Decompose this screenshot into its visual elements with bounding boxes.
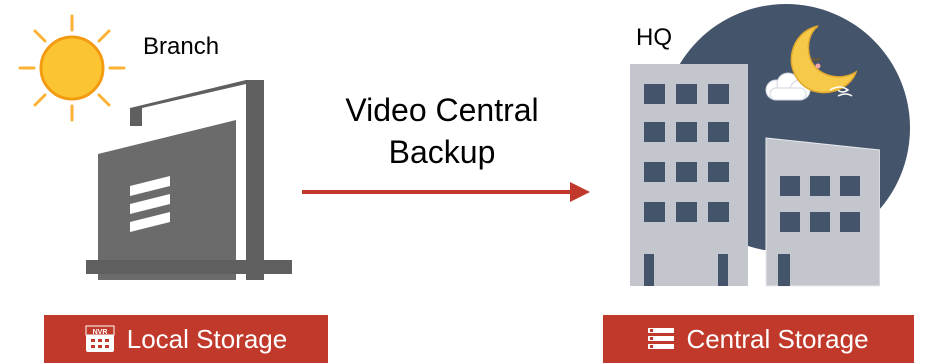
- server-stack-icon: [648, 328, 675, 350]
- branch-label: Branch: [143, 33, 220, 60]
- local-storage-bar: NVR Local Storage: [44, 315, 328, 363]
- branch-building-icon: [86, 80, 296, 280]
- central-storage-bar: Central Storage: [603, 315, 914, 363]
- hq-buildings-icon: [630, 58, 880, 290]
- local-storage-label: Local Storage: [126, 323, 288, 354]
- sleeping-moon-icon: [760, 20, 860, 110]
- nvr-icon-text: NVR: [92, 329, 107, 336]
- hq-label: HQ: [636, 24, 672, 51]
- backup-label-line2: Backup: [388, 134, 496, 170]
- nvr-icon: NVR: [85, 325, 115, 353]
- backup-arrow: [302, 181, 590, 203]
- central-storage-label: Central Storage: [686, 323, 869, 354]
- backup-label: Video Central Backup: [300, 89, 584, 173]
- backup-label-line1: Video Central: [345, 92, 539, 128]
- sun-icon: [18, 14, 126, 122]
